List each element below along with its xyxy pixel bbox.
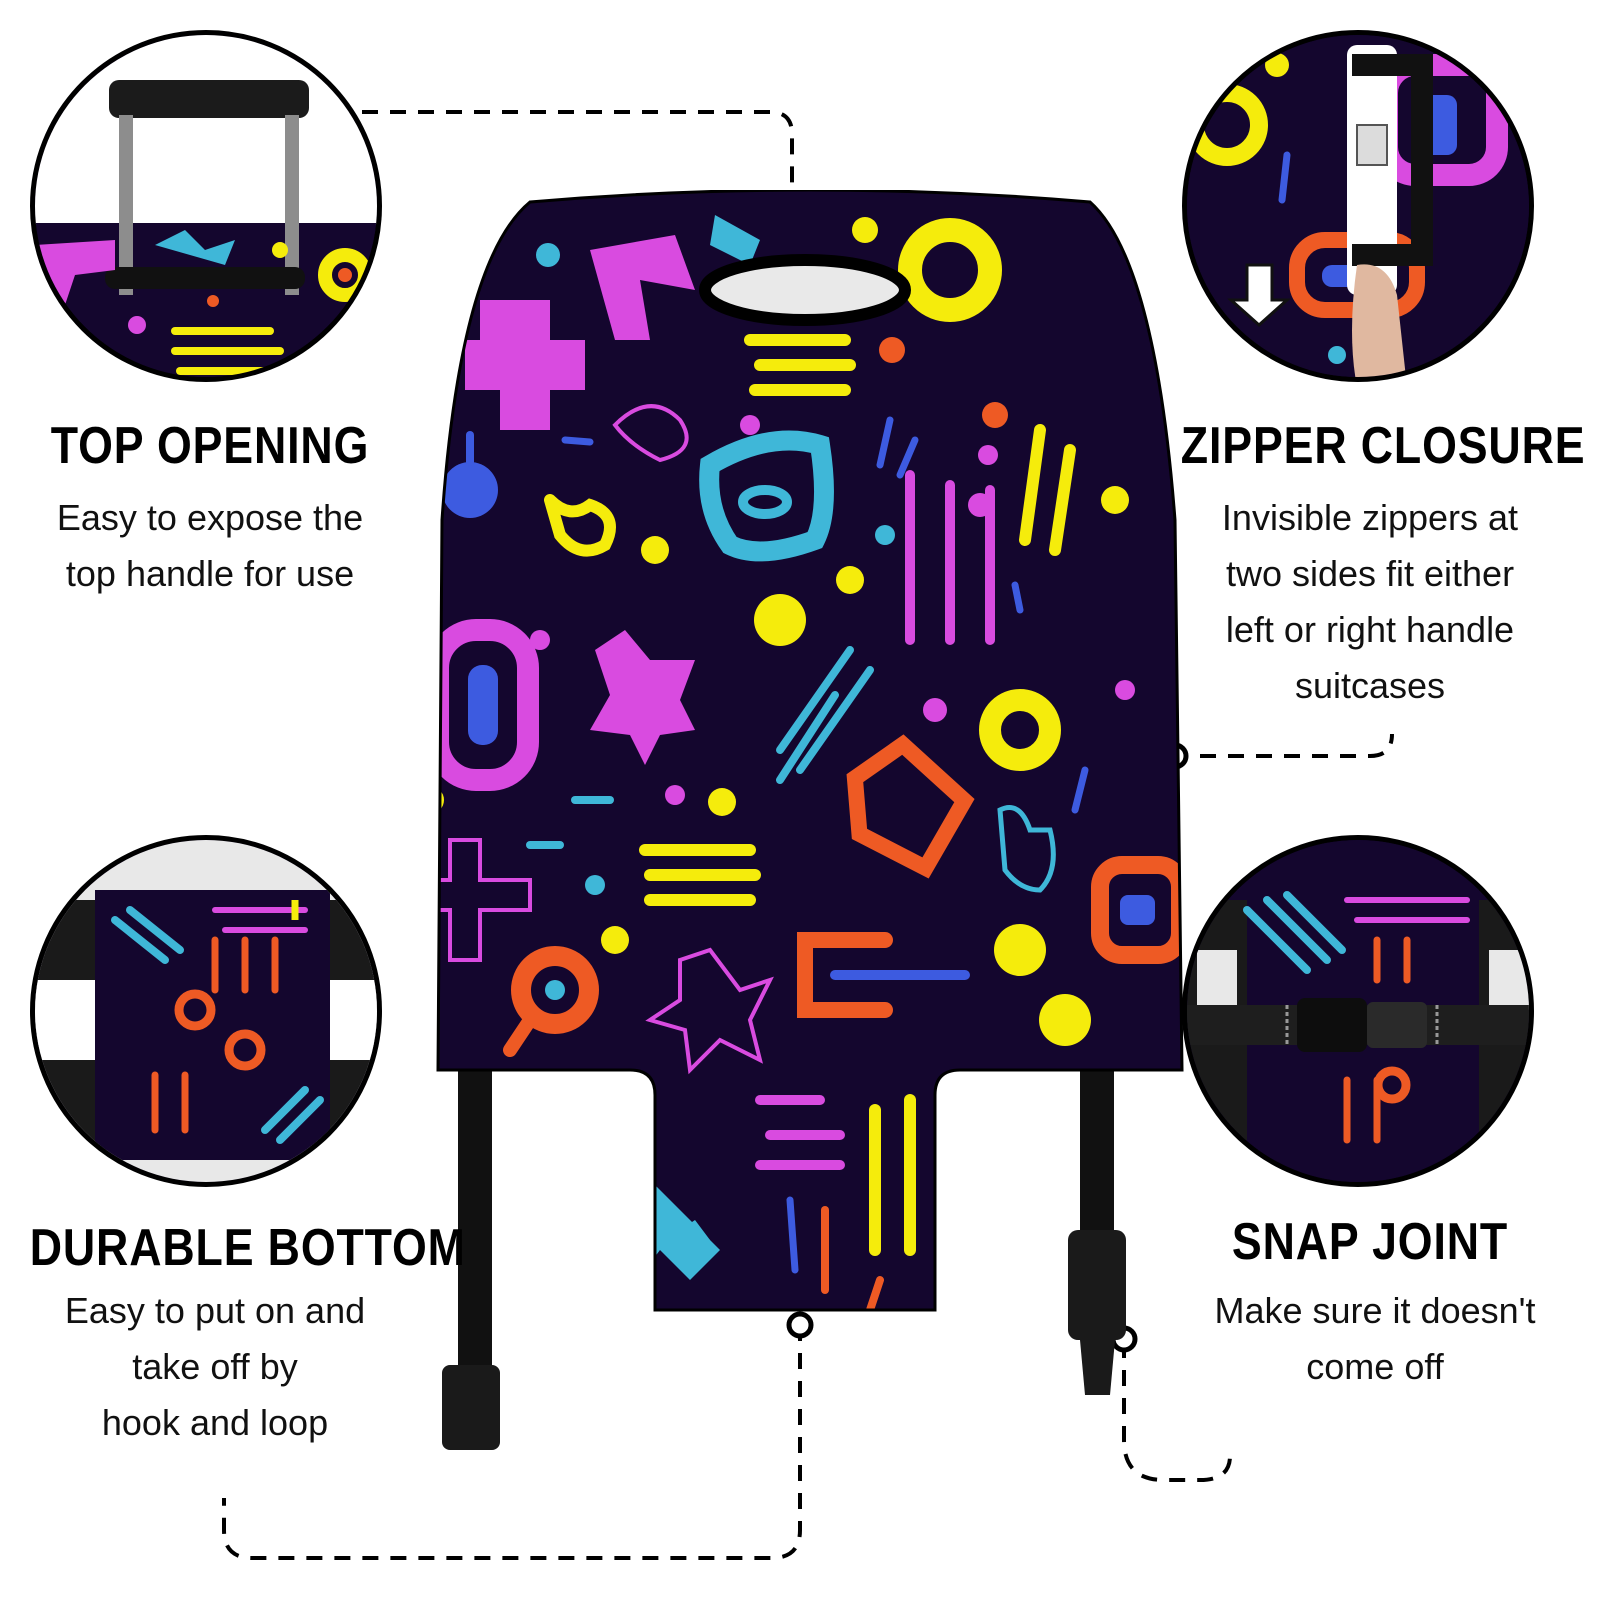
buckle-strap-image: [1182, 835, 1534, 1187]
description-line: Easy to put on and: [64, 1290, 366, 1331]
zipper-lock-image: [1182, 30, 1534, 382]
description-line: left or right handle: [1225, 609, 1515, 650]
hook-loop-bottom-image: [30, 835, 382, 1187]
description-line: hook and loop: [101, 1402, 329, 1443]
luggage-cover-image: [420, 190, 1200, 1470]
description-line: come off: [1306, 1346, 1444, 1387]
top-opening-description: Easy to expose the top handle for use: [10, 490, 410, 602]
description-line: Invisible zippers at: [1221, 497, 1519, 538]
top-opening-heading: TOP OPENING: [50, 417, 370, 475]
description-line: take off by: [132, 1346, 298, 1387]
description-line: Make sure it doesn't: [1214, 1290, 1536, 1331]
durable-bottom-heading: DURABLE BOTTOM: [29, 1219, 466, 1277]
snap-joint-description: Make sure it doesn't come off: [1160, 1283, 1590, 1395]
description-line: suitcases: [1294, 665, 1446, 706]
zipper-closure-heading: ZIPPER CLOSURE: [1180, 417, 1586, 475]
snap-joint-heading: SNAP JOINT: [1231, 1213, 1509, 1271]
durable-bottom-description: Easy to put on and take off by hook and …: [10, 1283, 420, 1451]
description-line: Easy to expose the: [56, 497, 364, 538]
trolley-handle-image: [30, 30, 382, 382]
zipper-closure-description: Invisible zippers at two sides fit eithe…: [1160, 490, 1580, 714]
description-line: top handle for use: [65, 553, 355, 594]
description-line: two sides fit either: [1225, 553, 1515, 594]
